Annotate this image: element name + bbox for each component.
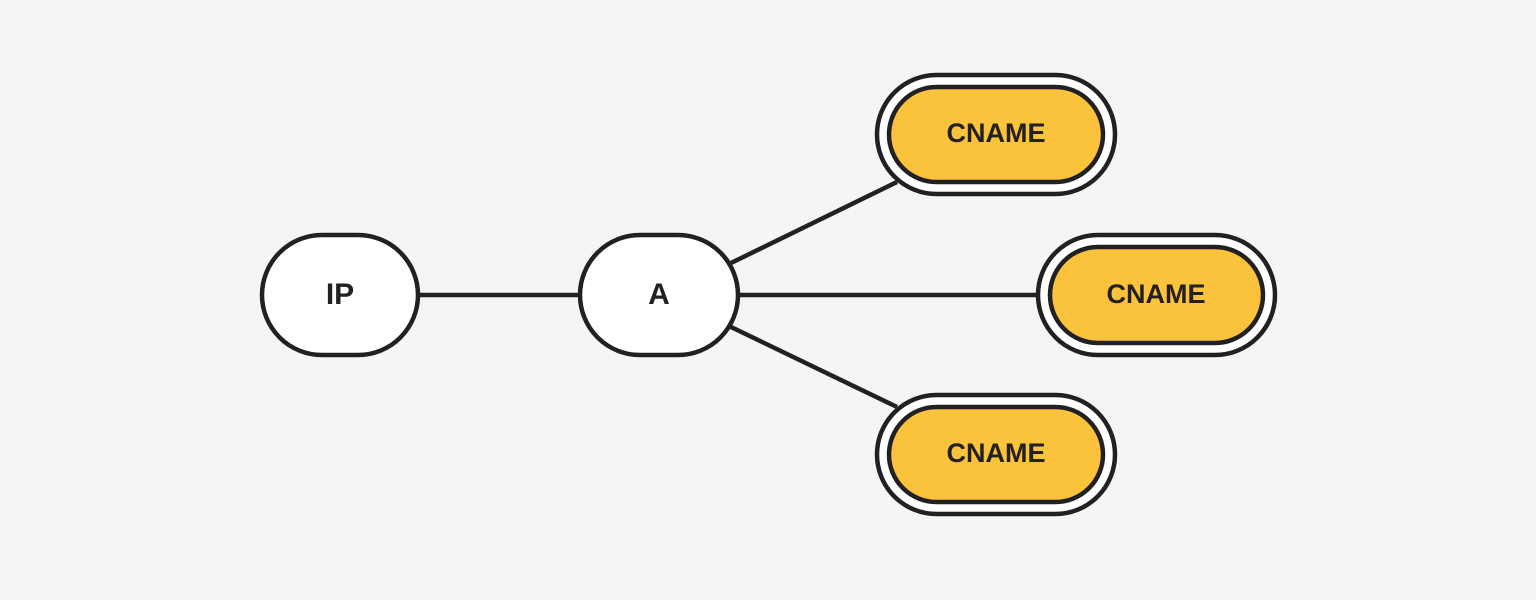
node-a-shape: [577, 232, 741, 358]
node-ip-shape: [259, 232, 421, 358]
node-cname-middle[interactable]: CNAME: [1035, 232, 1278, 358]
node-cname-bottom-inner-shape: [886, 404, 1106, 505]
edge-layer: [420, 179, 1038, 410]
node-cname-bottom[interactable]: CNAME: [874, 392, 1118, 517]
node-cname-middle-inner-shape: [1047, 244, 1266, 346]
edge-a-cname-bottom[interactable]: [730, 324, 898, 410]
node-ip[interactable]: IP: [259, 232, 421, 358]
node-cname-top[interactable]: CNAME: [874, 72, 1118, 197]
node-cname-top-inner-shape: [886, 84, 1106, 185]
edge-a-cname-top[interactable]: [730, 179, 898, 266]
node-a[interactable]: A: [577, 232, 741, 358]
